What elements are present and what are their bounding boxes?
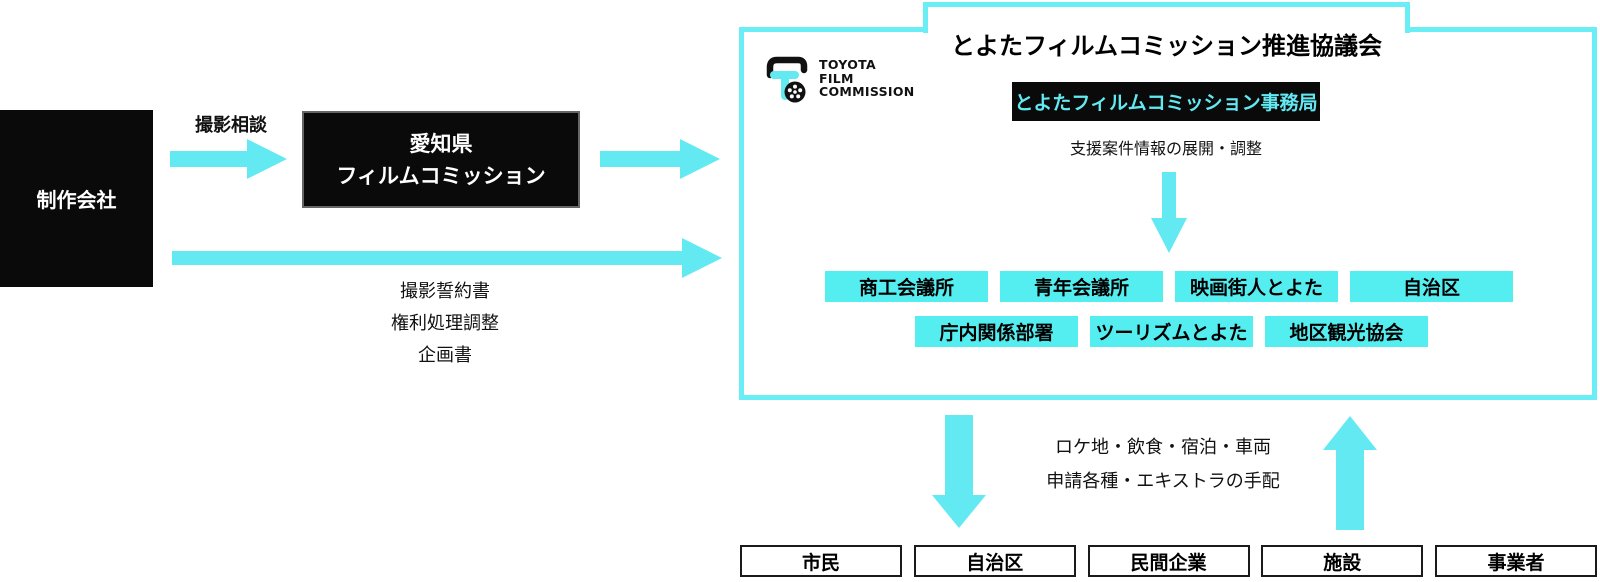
logo-word: COMMISSION	[819, 84, 915, 99]
entity-box: 事業者	[1435, 545, 1597, 577]
council-title: とよたフィルムコミッション推進協議会	[950, 32, 1383, 60]
entity-box: 施設	[1261, 545, 1424, 577]
document-label: 権利処理調整	[391, 313, 499, 334]
office-badge: とよたフィルムコミッション事務局	[1012, 82, 1320, 121]
arrow-consult	[170, 139, 287, 179]
documents-list: 撮影誓約書権利処理調整企画書	[320, 282, 570, 378]
services-line1: ロケ地・飲食・宿泊・車両	[1055, 437, 1271, 458]
member-box: 商工会議所	[825, 271, 988, 302]
document-label: 撮影誓約書	[400, 281, 490, 302]
arrow-council-to-entities	[932, 415, 986, 528]
member-box: 地区観光協会	[1265, 316, 1428, 347]
member-box: 庁内関係部署	[915, 316, 1078, 347]
member-box: ツーリズムとよた	[1090, 316, 1253, 347]
production-company-box: 制作会社	[0, 110, 153, 287]
production-company-label: 制作会社	[36, 188, 117, 212]
aichi-film-commission-box: 愛知県 フィルムコミッション	[302, 111, 580, 208]
arrow-aichi-to-council	[600, 139, 720, 179]
document-label: 企画書	[418, 345, 472, 366]
arrow-documents-to-council	[172, 238, 722, 278]
entity-box: 市民	[740, 545, 902, 577]
member-box: 自治区	[1350, 271, 1513, 302]
aichi-fc-line2: フィルムコミッション	[336, 163, 546, 188]
logo-word: FILM	[819, 70, 854, 86]
aichi-fc-line1: 愛知県	[409, 131, 473, 156]
consult-label: 撮影相談	[195, 115, 267, 136]
arrow-entities-to-council	[1323, 416, 1377, 530]
services-text: ロケ地・飲食・宿泊・車両 申請各種・エキストラの手配	[1013, 438, 1313, 506]
members-row-1: 商工会議所青年会議所映画街人とよた自治区	[825, 271, 1513, 302]
entity-box: 民間企業	[1087, 545, 1250, 577]
council-title-tab	[923, 2, 1410, 33]
members-row-2: 庁内関係部署ツーリズムとよた地区観光協会	[915, 316, 1428, 347]
services-line2: 申請各種・エキストラの手配	[1046, 471, 1280, 492]
arrow-office-to-members	[1151, 172, 1187, 253]
office-note: 支援案件情報の展開・調整	[1069, 139, 1262, 158]
member-box: 青年会議所	[1000, 271, 1163, 302]
logo-word: TOYOTA	[819, 57, 876, 72]
toyota-film-commission-mark-icon	[766, 56, 808, 103]
entity-box: 自治区	[913, 545, 1076, 577]
entities-row: 市民自治区民間企業施設事業者	[740, 545, 1597, 577]
member-box: 映画街人とよた	[1175, 271, 1338, 302]
